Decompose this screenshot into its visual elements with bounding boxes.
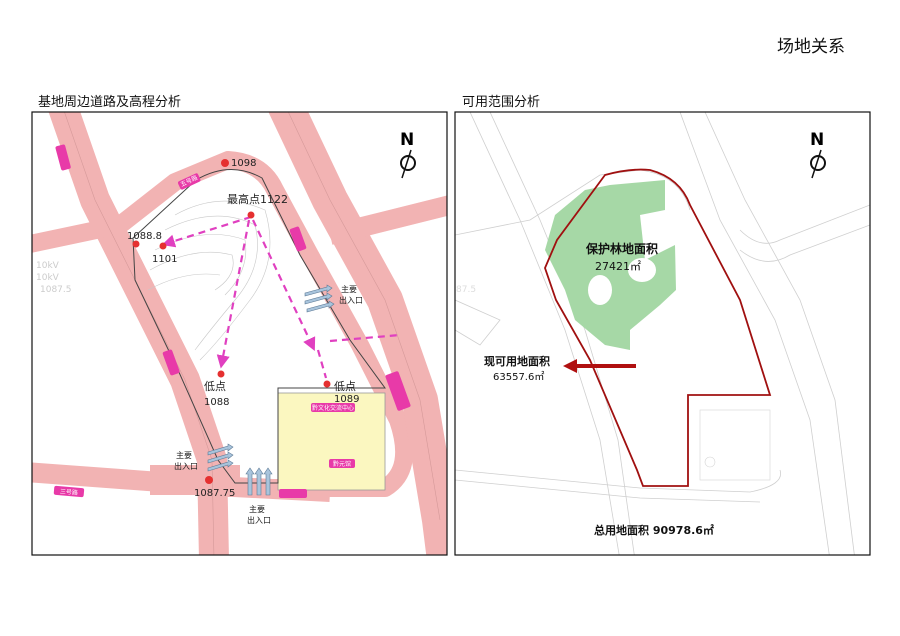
svg-text:1089: 1089 bbox=[334, 394, 359, 405]
left-map: 五号路 三号路 黔文化交流中心 黔元馆 10kV 10kV 1087.5 109… bbox=[32, 112, 447, 555]
entrance-labels: 主要 出入口 主要 出入口 主要 出入口 bbox=[174, 284, 363, 525]
usable-label: 现可用地面积 bbox=[484, 354, 550, 368]
right-map: 保护林地面积 27421㎡ 现可用地面积 63557.6㎡ 总用地面积 9097… bbox=[455, 112, 870, 555]
left-caption: 基地周边道路及高程分析 bbox=[38, 95, 182, 110]
usable-area: 63557.6㎡ bbox=[493, 371, 544, 383]
svg-text:1101: 1101 bbox=[152, 254, 177, 265]
svg-text:1088.8: 1088.8 bbox=[127, 231, 162, 242]
svg-text:10kV: 10kV bbox=[36, 273, 60, 283]
site-boundary bbox=[132, 169, 386, 484]
page-title: 场地关系 bbox=[777, 37, 845, 57]
north-arrow-icon: N bbox=[810, 130, 826, 179]
usable-boundary bbox=[544, 168, 772, 487]
svg-text:1088: 1088 bbox=[204, 397, 229, 408]
svg-text:87.5: 87.5 bbox=[456, 285, 476, 295]
protected-forest-area bbox=[545, 180, 676, 350]
svg-text:低点: 低点 bbox=[334, 380, 356, 393]
svg-text:N: N bbox=[400, 130, 414, 150]
drainage-arrows bbox=[161, 215, 401, 379]
total-area: 总用地面积 90978.6㎡ bbox=[594, 523, 714, 537]
label-cultural-center: 黔文化交流中心 bbox=[312, 404, 354, 412]
forest-label: 保护林地面积 bbox=[585, 241, 658, 256]
svg-text:10kV: 10kV bbox=[36, 261, 60, 271]
svg-text:出入口: 出入口 bbox=[174, 461, 198, 471]
svg-text:N: N bbox=[810, 130, 824, 150]
forest-area: 27421㎡ bbox=[595, 260, 641, 273]
entrance-arrows bbox=[207, 284, 335, 496]
svg-text:主要: 主要 bbox=[341, 284, 357, 294]
right-caption: 可用范围分析 bbox=[462, 95, 541, 110]
road-label-sanhao: 三号路 bbox=[60, 487, 79, 497]
usable-area-arrow bbox=[563, 359, 636, 373]
svg-text:低点: 低点 bbox=[204, 380, 226, 393]
svg-text:1087.5: 1087.5 bbox=[40, 285, 72, 295]
label-museum: 黔元馆 bbox=[333, 460, 351, 468]
elevation-points bbox=[132, 159, 331, 484]
north-arrow-icon: N bbox=[400, 130, 416, 179]
svg-text:主要: 主要 bbox=[176, 450, 192, 460]
svg-text:出入口: 出入口 bbox=[247, 515, 271, 525]
faint-labels: 10kV 10kV 1087.5 bbox=[36, 261, 72, 295]
svg-text:1087.75: 1087.75 bbox=[194, 488, 235, 499]
svg-text:最高点1122: 最高点1122 bbox=[227, 192, 288, 206]
svg-text:1098: 1098 bbox=[231, 158, 256, 169]
right-panel-frame bbox=[454, 111, 871, 556]
svg-text:主要: 主要 bbox=[249, 504, 265, 514]
svg-text:出入口: 出入口 bbox=[339, 295, 363, 305]
left-panel-frame bbox=[31, 111, 448, 556]
elevation-labels: 1098 最高点1122 1088.8 1101 低点 1088 低点 1089… bbox=[127, 158, 359, 499]
